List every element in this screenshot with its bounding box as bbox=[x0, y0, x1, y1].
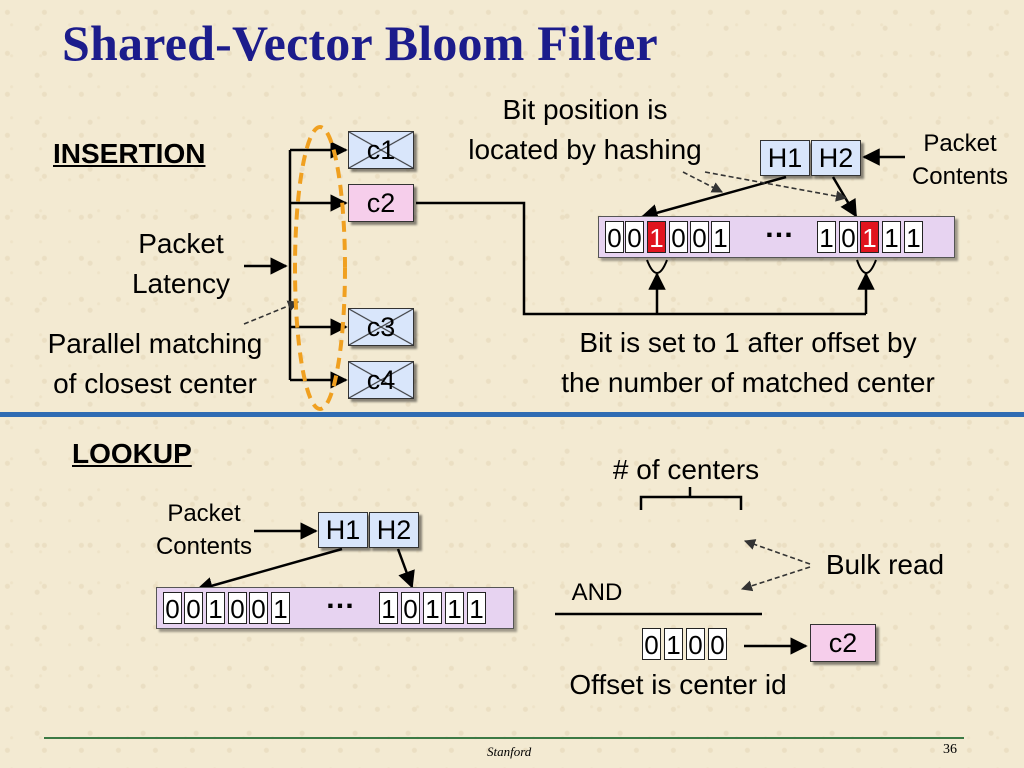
bit-position-note: Bit position is located by hashing bbox=[436, 90, 734, 170]
slide-title: Shared-Vector Bloom Filter bbox=[62, 15, 658, 71]
packet-contents-label: Packet Contents bbox=[898, 127, 1022, 193]
result-bit: 0 bbox=[686, 628, 705, 660]
bit-cell: 1 bbox=[206, 592, 225, 624]
insertion-bit-vector: 0 0 1 0 0 1 … 1 0 1 1 1 bbox=[598, 211, 955, 258]
hash-h2-box: H2 bbox=[811, 140, 861, 176]
and-label: AND bbox=[571, 579, 623, 606]
bit-cell: 1 bbox=[904, 221, 923, 253]
result-bit: 1 bbox=[664, 628, 683, 660]
lookup-heading: LOOKUP bbox=[72, 438, 192, 469]
lookup-hash-h1-box: H1 bbox=[318, 512, 368, 548]
bit-position-line1: Bit position is bbox=[502, 94, 668, 125]
packet-latency-line1: Packet bbox=[138, 228, 224, 259]
bit-cell: 1 bbox=[423, 592, 442, 624]
bit-cell: 0 bbox=[249, 592, 268, 624]
bit-cell: 1 bbox=[817, 221, 836, 253]
bit-set-note: Bit is set to 1 after offset by the numb… bbox=[516, 323, 980, 403]
lookup-packet-contents-label: Packet Contents bbox=[140, 497, 268, 563]
result-bits: 0 1 0 0 bbox=[642, 628, 742, 664]
bit-cell: 0 bbox=[669, 221, 688, 253]
page-number: 36 bbox=[943, 742, 957, 757]
num-centers-label: # of centers bbox=[612, 454, 760, 485]
result-center-box: c2 bbox=[810, 624, 876, 662]
lookup-bit-vector: 0 0 1 0 0 1 … 1 0 1 1 1 bbox=[156, 582, 514, 629]
parallel-matching-line1: Parallel matching bbox=[47, 328, 263, 359]
bit-cell: 0 bbox=[690, 221, 709, 253]
bit-cell: 1 bbox=[379, 592, 398, 624]
bit-cell: 1 bbox=[445, 592, 464, 624]
bit-cell-set: 1 bbox=[647, 221, 666, 253]
center-c4: c4 bbox=[348, 361, 414, 399]
bit-cell: 0 bbox=[839, 221, 858, 253]
packet-latency-line2: Latency bbox=[131, 268, 231, 299]
bit-cell: 0 bbox=[228, 592, 247, 624]
bit-cell: 0 bbox=[401, 592, 420, 624]
bit-cell: 0 bbox=[625, 221, 644, 253]
result-bit: 0 bbox=[642, 628, 661, 660]
center-c3: c3 bbox=[348, 308, 414, 346]
bit-set-line2: the number of matched center bbox=[561, 367, 935, 398]
bit-position-line2: located by hashing bbox=[468, 134, 702, 165]
center-c2: c2 bbox=[348, 184, 414, 222]
lookup-packet-contents-line1: Packet bbox=[167, 500, 241, 527]
lookup-packet-contents-line2: Contents bbox=[155, 533, 253, 560]
bit-cell: 1 bbox=[467, 592, 486, 624]
bulk-read-label: Bulk read bbox=[825, 549, 945, 580]
bit-cell-set: 1 bbox=[860, 221, 879, 253]
bit-cell: 1 bbox=[882, 221, 901, 253]
parallel-matching-line2: of closest center bbox=[53, 368, 257, 399]
bit-cell: 0 bbox=[163, 592, 182, 624]
result-bit: 0 bbox=[708, 628, 727, 660]
footer-source: Stanford bbox=[487, 744, 532, 759]
packet-contents-line1: Packet bbox=[923, 130, 997, 157]
bit-ellipsis: … bbox=[764, 211, 797, 244]
center-c1: c1 bbox=[348, 131, 414, 169]
lookup-hash-h2-box: H2 bbox=[369, 512, 419, 548]
packet-contents-line2: Contents bbox=[911, 163, 1009, 190]
bit-cell: 0 bbox=[184, 592, 203, 624]
bit-cell: 1 bbox=[271, 592, 290, 624]
bit-ellipsis: … bbox=[325, 582, 358, 615]
bit-cell: 0 bbox=[605, 221, 624, 253]
footer-rule bbox=[44, 737, 964, 739]
insertion-heading: INSERTION bbox=[53, 138, 206, 169]
section-divider bbox=[0, 412, 1024, 417]
parallel-matching-label: Parallel matching of closest center bbox=[20, 324, 290, 404]
offset-note: Offset is center id bbox=[569, 669, 787, 700]
bit-cell: 1 bbox=[711, 221, 730, 253]
bit-set-line1: Bit is set to 1 after offset by bbox=[579, 327, 917, 358]
packet-latency-label: Packet Latency bbox=[118, 224, 244, 304]
hash-h1-box: H1 bbox=[760, 140, 810, 176]
